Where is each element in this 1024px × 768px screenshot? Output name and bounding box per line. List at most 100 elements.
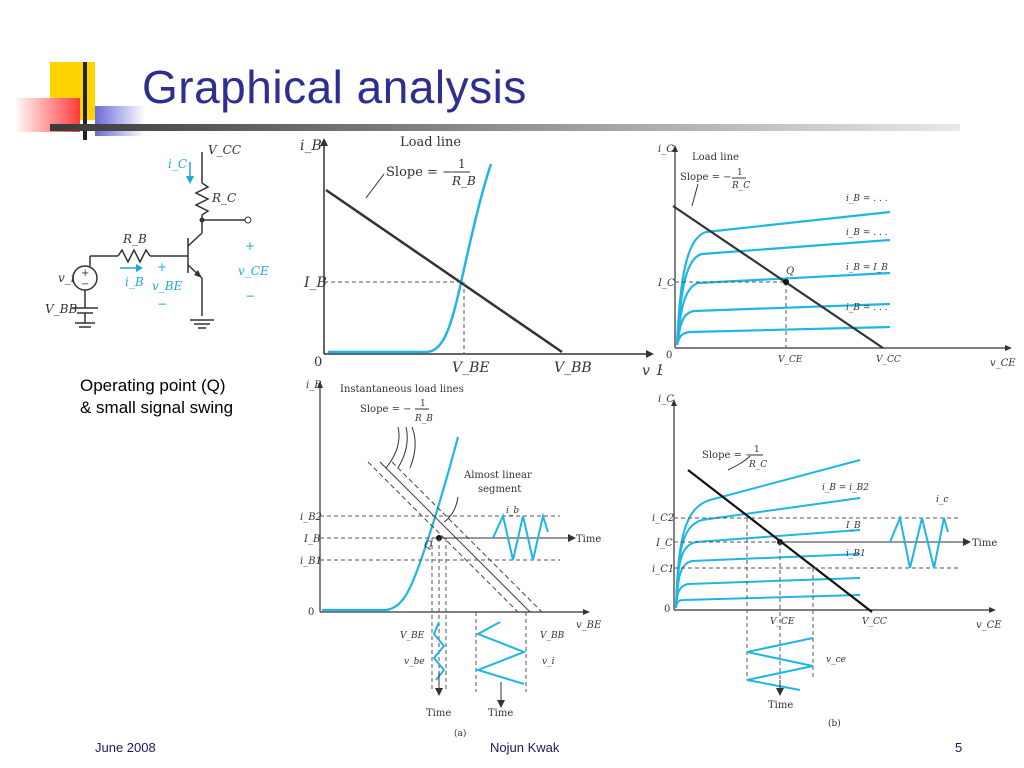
ib-waveform (492, 512, 549, 561)
xlabel: v_BE (642, 363, 662, 377)
caption-line-2: & small signal swing (80, 398, 234, 417)
time-down-arrow-icon-2 (497, 700, 505, 708)
tick-ic1: i_C1 (652, 564, 674, 575)
footer-author: Nojun Kwak (490, 740, 560, 755)
circuit-vcc-label: V_CC (208, 143, 241, 157)
output-curve-6 (675, 594, 861, 609)
ylabel: i_B (306, 380, 322, 391)
ic-arrow-icon (186, 176, 194, 184)
xlabel: v_CE (990, 358, 1016, 369)
collector-node-dot (199, 217, 205, 223)
time-bottom-2: Time (488, 708, 513, 719)
time-arrow-icon (568, 534, 576, 542)
instantaneous-load-line-3 (391, 461, 543, 613)
circuit-rb-label: R_B (122, 232, 147, 246)
tick-vbe: V_BE (452, 360, 490, 376)
vbe-small-label: v_be (404, 657, 425, 667)
slope-numerator: 1 (458, 157, 466, 171)
ylabel: i_C (658, 394, 674, 405)
x-axis-arrow-icon (646, 350, 654, 358)
logo-vertical-bar (83, 62, 87, 140)
xlabel: v_BE (576, 620, 602, 631)
circuit-ic-label: i_C (168, 157, 187, 171)
instantaneous-load-line-1 (367, 461, 519, 613)
vce-small-label: v_ce (826, 655, 846, 665)
y-axis-arrow-icon (671, 399, 677, 406)
tick-ib: I_B (303, 275, 327, 291)
curve-label-3: i_B = I_B (846, 263, 888, 273)
x-axis-arrow-icon (989, 607, 996, 613)
time-bottom-1: Time (426, 708, 451, 719)
chart-title: Instantaneous load lines (340, 384, 464, 395)
caption: Operating point (Q) & small signal swing (80, 375, 233, 419)
instantaneous-load-line-2 (379, 461, 531, 613)
tick-ib1: i_B1 (300, 556, 322, 567)
output-curve-2 (675, 497, 861, 609)
y-axis-arrow-icon (320, 138, 328, 146)
footer-date: June 2008 (95, 740, 156, 755)
slope-denominator: R_C (731, 181, 750, 191)
emitter-arrow-icon (194, 270, 202, 278)
x-axis-arrow-icon (1005, 345, 1012, 351)
input-characteristic-curve (322, 436, 460, 612)
logo-blue-square (95, 106, 145, 136)
circuit-vbe-minus: − (157, 297, 167, 311)
load-line (672, 205, 884, 349)
circuit-vi-label: v_i (58, 271, 75, 285)
output-curve-5 (675, 325, 891, 346)
slope-denominator: R_B (451, 174, 476, 188)
slope-label: Slope = − (702, 450, 754, 461)
circuit-ib-label: i_B (125, 275, 144, 289)
circuit-vce-plus: + (245, 239, 255, 253)
ylabel: i_C (658, 144, 674, 155)
tick-vce: V_CE (778, 355, 803, 365)
x-axis-arrow-icon (583, 609, 590, 615)
circuit-rc-label: R_C (211, 191, 236, 205)
slide-title: Graphical analysis (142, 61, 527, 113)
chart-title: Load line (692, 152, 739, 163)
annotation-line-2: segment (478, 484, 521, 495)
tick-vcc: V_CC (862, 617, 887, 627)
tick-ic2: i_C2 (652, 513, 674, 524)
slope-numerator: 1 (420, 399, 426, 409)
q-point-dot (783, 279, 789, 285)
vi-label: v_i (542, 657, 555, 667)
title-underline-bar (50, 124, 960, 131)
panel-label-b: (b) (828, 718, 841, 729)
slope-label: Slope = − (360, 404, 412, 415)
circuit-vbb-label: V_BB (45, 302, 77, 316)
caption-line-1: Operating point (Q) (80, 376, 226, 395)
tick-zero: 0 (314, 355, 322, 370)
time-label-right: Time (576, 534, 601, 545)
chart-input-load-line: i_B v_BE Load line Slope = − 1 R_B I_B 0… (300, 135, 662, 377)
circuit-source-plus: + (81, 268, 89, 279)
curve-label-ib: I_B (845, 521, 861, 531)
circuit-vbe-label: v_BE (152, 279, 183, 293)
ib-arrow-icon (136, 264, 143, 272)
slope-denominator: R_C (748, 460, 767, 470)
tick-vcc: V_CC (876, 355, 901, 365)
chart-title: Load line (400, 135, 461, 150)
circuit-vbe-plus: + (157, 260, 167, 274)
ylabel: i_B (300, 138, 322, 154)
slope-numerator: 1 (754, 445, 760, 455)
slope-numerator: 1 (737, 168, 743, 178)
tick-vce: V_CE (770, 617, 795, 627)
annotation-line-1: Almost linear (463, 470, 532, 481)
ic-waveform (889, 514, 949, 569)
q-label: Q (424, 540, 432, 551)
slope-label: Slope = − (386, 165, 453, 180)
tick-ic: I_C (655, 538, 673, 549)
y-axis-arrow-icon (317, 381, 323, 388)
panel-label-a: (a) (454, 728, 466, 739)
vbe-waveform (432, 621, 446, 681)
tick-ib2: i_B2 (300, 512, 322, 523)
curve-label-2: i_B = . . . (846, 228, 888, 238)
q-label: Q (786, 266, 794, 277)
tick-zero: 0 (308, 607, 314, 618)
circuit-source-minus: − (81, 279, 89, 290)
footer-page-number: 5 (955, 740, 963, 755)
time-arrow-icon (963, 538, 971, 546)
curve-label-4: i_B = . . . (846, 303, 888, 313)
